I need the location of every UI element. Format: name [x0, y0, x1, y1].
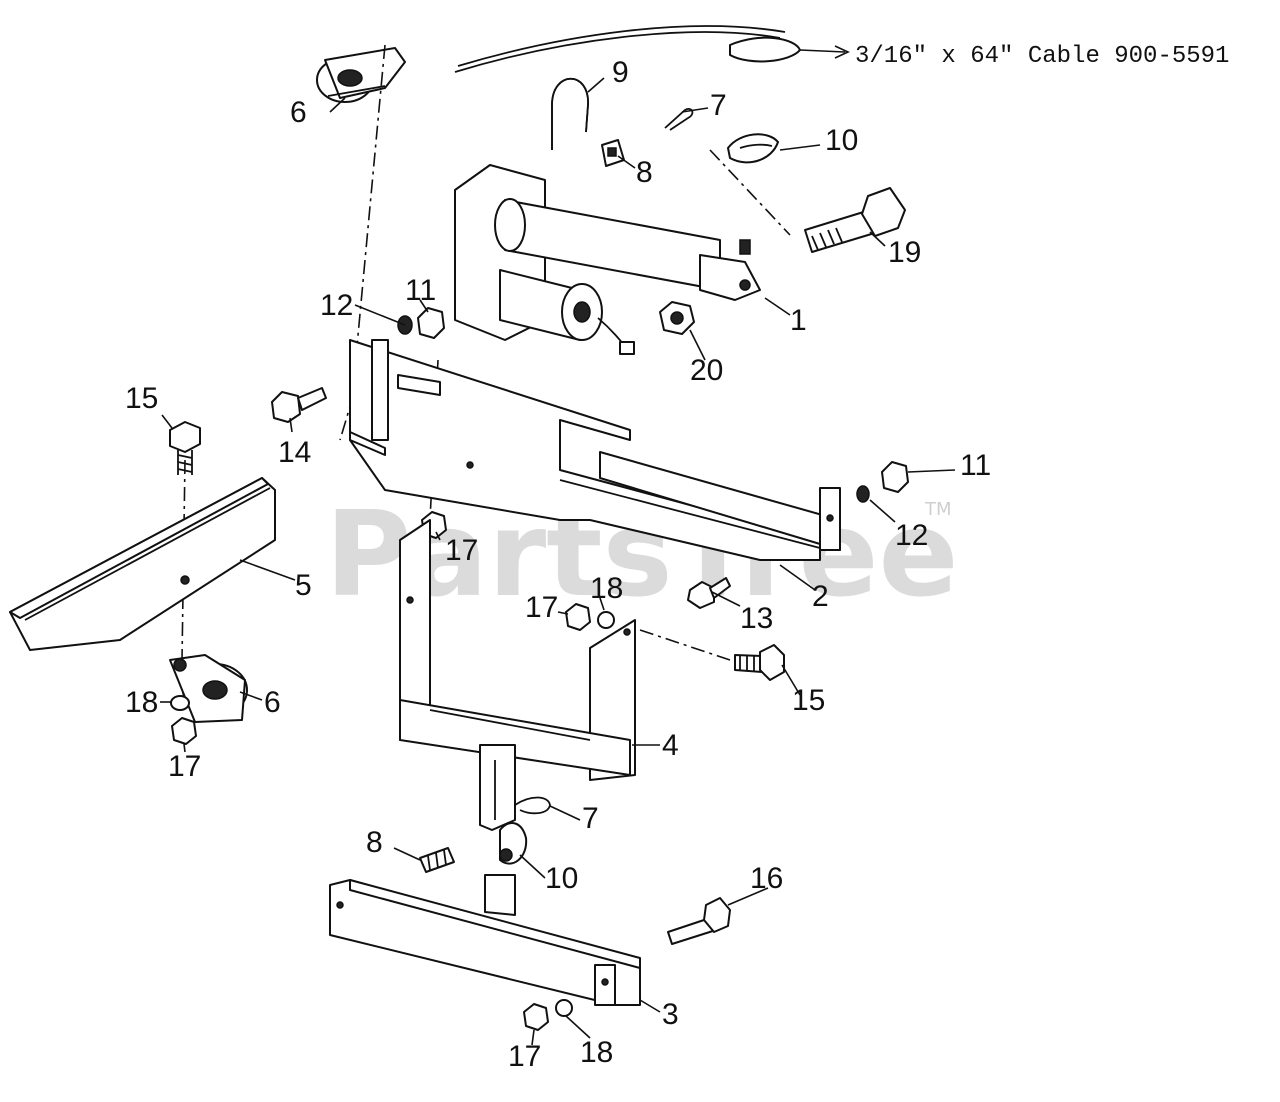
clip-top[interactable] [601, 139, 625, 167]
callout-16: 16 [750, 862, 783, 895]
callout-17-bottom: 17 [508, 1040, 541, 1073]
callout-8-top: 8 [636, 156, 653, 189]
bolt-15-right[interactable] [734, 644, 785, 681]
callout-15-left: 15 [125, 382, 158, 415]
cable[interactable] [454, 25, 850, 73]
callout-7-top: 7 [710, 89, 727, 122]
clip-bottom[interactable] [419, 847, 455, 873]
callout-1: 1 [790, 304, 807, 337]
frame[interactable] [399, 519, 636, 781]
pulley-bottom[interactable] [169, 654, 248, 723]
callout-13: 13 [740, 602, 773, 635]
nut-washer-right[interactable] [856, 461, 909, 503]
callout-5: 5 [295, 569, 312, 602]
bolt-15-left[interactable] [169, 421, 201, 475]
centerline-bolt [639, 629, 731, 661]
washer-nut-left[interactable] [170, 695, 197, 745]
bracket[interactable] [349, 339, 841, 561]
centerline-pin [709, 149, 791, 236]
callout-3: 3 [662, 998, 679, 1031]
leader-lines [160, 77, 956, 1046]
callout-17-mid: 17 [445, 534, 478, 567]
callout-18-bottom: 18 [580, 1036, 613, 1069]
callout-15-right: 15 [792, 684, 825, 717]
callout-8-bottom: 8 [366, 826, 383, 859]
channel[interactable] [9, 477, 276, 651]
callout-17-left: 17 [168, 750, 201, 783]
base-plate[interactable] [329, 874, 641, 1006]
callout-12-top: 12 [320, 289, 353, 322]
callout-9: 9 [612, 56, 629, 89]
callout-10-bottom: 10 [545, 862, 578, 895]
callout-11-top: 11 [405, 274, 436, 307]
callout-11-right: 11 [960, 449, 991, 482]
callout-18-left: 18 [125, 686, 158, 719]
callout-19: 19 [888, 236, 921, 269]
pin-bottom[interactable] [514, 796, 551, 815]
callout-7-bottom: 7 [582, 802, 599, 835]
nut-20[interactable] [659, 301, 695, 335]
bolt-long[interactable] [804, 187, 906, 253]
nut-washer-bottom[interactable] [523, 999, 573, 1031]
callout-18-mid: 18 [590, 572, 623, 605]
bolt-16[interactable] [667, 897, 731, 945]
callout-20: 20 [690, 354, 723, 387]
nut-washer-top[interactable] [397, 307, 445, 339]
nut-washer-mid-right[interactable] [565, 603, 615, 631]
bolt-14[interactable] [271, 387, 327, 423]
callout-10-top: 10 [825, 124, 858, 157]
callout-17-mid-right: 17 [525, 591, 558, 624]
pin-top[interactable] [664, 108, 694, 131]
clevis-bottom[interactable] [499, 822, 528, 865]
actuator[interactable] [454, 164, 761, 355]
u-bolt[interactable] [551, 78, 589, 150]
callout-14: 14 [278, 436, 311, 469]
link-post[interactable] [479, 744, 516, 889]
clevis-top[interactable] [727, 133, 779, 164]
pulley-top[interactable] [316, 47, 406, 103]
watermark-tm: TM [924, 499, 952, 520]
callout-6-top: 6 [290, 96, 307, 129]
callout-12-right: 12 [895, 519, 928, 552]
callout-2: 2 [812, 580, 829, 613]
callout-6-bottom: 6 [264, 686, 281, 719]
cable-part-label: 3/16" x 64" Cable 900-5591 [855, 43, 1229, 70]
callout-4: 4 [662, 729, 679, 762]
